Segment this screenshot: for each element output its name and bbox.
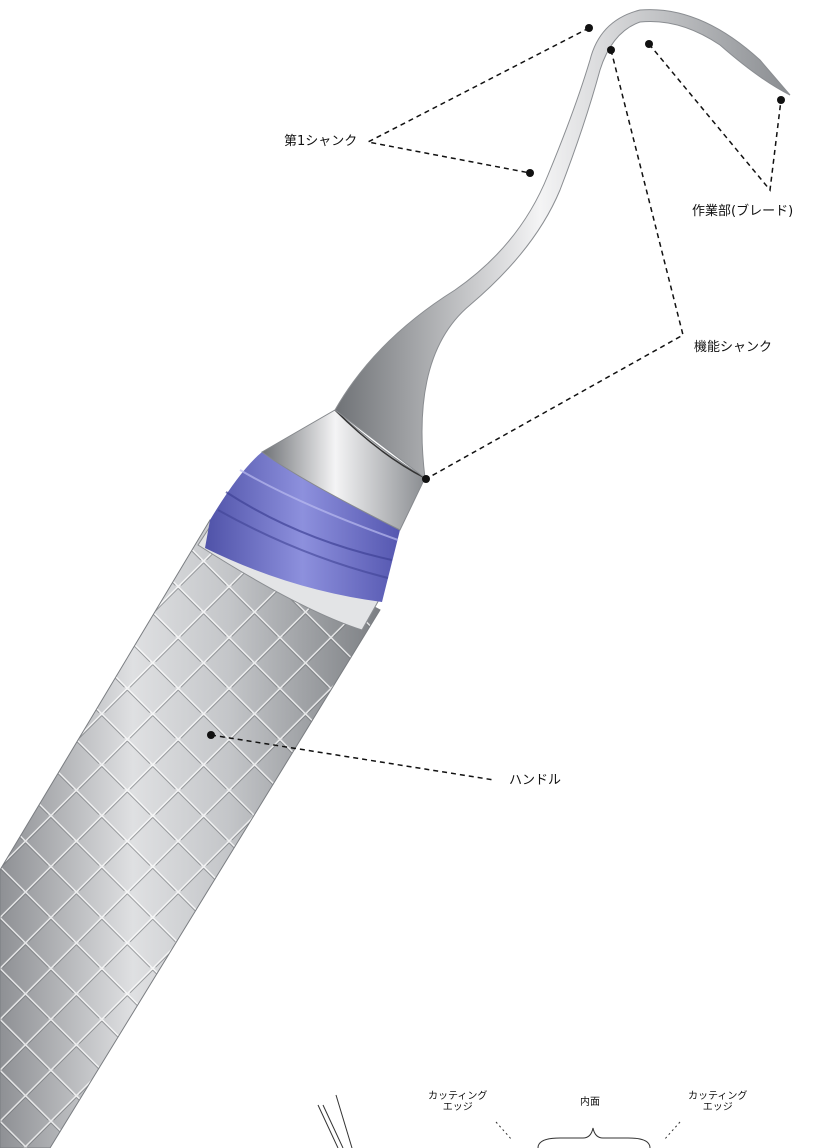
shank: [335, 10, 790, 478]
label-working-end: 作業部(ブレード): [692, 205, 793, 218]
label-handle: ハンドル: [509, 774, 561, 787]
leader-first-shank: [368, 28, 589, 173]
label-inner-face: 内面: [580, 1098, 600, 1109]
leader-functional-shank: [426, 50, 683, 479]
inner-face-brace: [538, 1128, 650, 1148]
leader-cutting-edge-left: [496, 1122, 512, 1140]
label-cutting-edge-right: カッティング エッジ: [688, 1092, 747, 1113]
label-first-shank: 第1シャンク: [284, 135, 357, 148]
label-functional-shank: 機能シャンク: [694, 341, 772, 354]
label-cutting-edge-left: カッティング エッジ: [428, 1092, 487, 1113]
blade-cross-section: [318, 1095, 680, 1148]
leader-cutting-edge-right: [664, 1122, 680, 1140]
